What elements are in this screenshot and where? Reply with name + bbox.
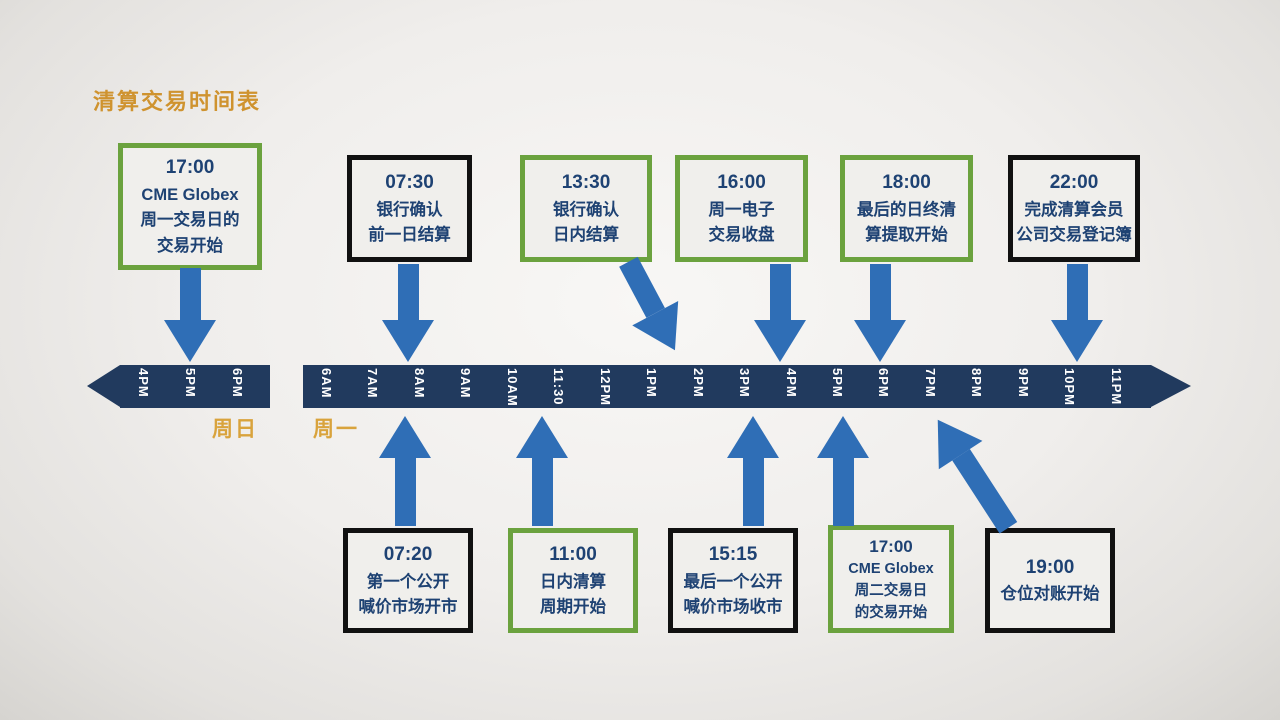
event-line: 最后一个公开 xyxy=(683,572,783,591)
arrow-down-1800 xyxy=(854,264,906,362)
event-box-1700-globex-monday: 17:00 CME Globex 周一交易日的 交易开始 xyxy=(118,143,262,270)
event-time: 13:30 xyxy=(561,172,611,194)
event-line: 周期开始 xyxy=(540,598,606,617)
event-line: 交易开始 xyxy=(157,237,223,255)
event-time: 18:00 xyxy=(882,172,931,194)
tick-monday-2pm: 2PM xyxy=(691,368,706,398)
arrow-down-1700-sunday xyxy=(164,268,216,362)
event-line: 日内清算 xyxy=(540,572,606,591)
event-line: 最后的日终清 xyxy=(857,200,956,219)
event-time: 07:30 xyxy=(385,172,434,194)
event-box-0720-open-outcry-open: 07:20 第一个公开 喊价市场开市 xyxy=(343,528,473,633)
event-line: 仓位对账开始 xyxy=(1000,585,1100,604)
event-line: 喊价市场开市 xyxy=(358,598,458,617)
event-time: 15:15 xyxy=(708,544,758,566)
arrow-down-0730 xyxy=(382,264,434,362)
event-line: 银行确认 xyxy=(376,200,443,219)
event-line: 周一交易日的 xyxy=(140,211,240,230)
event-line: 日内结算 xyxy=(553,226,619,245)
tick-monday-9am: 9AM xyxy=(458,368,473,399)
event-time: 19:00 xyxy=(1025,557,1075,578)
tick-monday-9pm: 9PM xyxy=(1016,368,1031,398)
event-box-1900-position-reconcile: 19:00 仓位对账开始 xyxy=(985,528,1115,633)
event-line: 的交易开始 xyxy=(854,604,928,621)
tick-monday-11pm: 11PM xyxy=(1109,368,1124,406)
event-line: 第一个公开 xyxy=(366,572,450,591)
tick-sunday-5pm: 5PM xyxy=(183,368,198,398)
tick-monday-3pm: 3PM xyxy=(737,368,752,398)
event-line: 喊价市场收市 xyxy=(683,598,783,617)
arrow-up-diagonal-1900 xyxy=(915,405,1030,543)
event-box-1800-final-settlement-extract: 18:00 最后的日终清 算提取开始 xyxy=(840,155,973,262)
event-time: 17:00 xyxy=(165,157,215,179)
arrow-up-0720 xyxy=(379,416,431,526)
event-box-1100-intraday-cycle-start: 11:00 日内清算 周期开始 xyxy=(508,528,638,633)
arrow-up-1700-tuesday xyxy=(817,416,869,526)
event-time: 07:20 xyxy=(383,544,433,566)
event-line: 银行确认 xyxy=(553,200,619,219)
event-line: 交易收盘 xyxy=(708,226,775,245)
event-box-1515-open-outcry-close: 15:15 最后一个公开 喊价市场收市 xyxy=(668,528,798,633)
tick-monday-5pm: 5PM xyxy=(830,368,845,398)
event-time: 11:00 xyxy=(549,544,597,566)
event-box-1330-bank-confirm-intraday: 13:30 银行确认 日内结算 xyxy=(520,155,652,262)
event-line: 算提取开始 xyxy=(865,226,948,245)
arrow-up-1515 xyxy=(727,416,779,526)
event-line: 周二交易日 xyxy=(854,582,928,599)
tick-sunday-4pm: 4PM xyxy=(136,368,151,398)
arrow-up-1100 xyxy=(516,416,568,526)
tick-monday-8am: 8AM xyxy=(412,368,427,399)
timeline-bar-sunday xyxy=(87,365,270,408)
event-time: 16:00 xyxy=(717,172,766,194)
event-line: CME Globex xyxy=(848,561,934,578)
event-line: 完成清算会员 xyxy=(1024,200,1124,219)
tick-monday-12pm: 12PM xyxy=(598,368,613,406)
event-line: 周一电子 xyxy=(708,200,775,219)
arrow-down-1600 xyxy=(754,264,806,362)
event-line: 公司交易登记簿 xyxy=(1016,226,1132,245)
tick-monday-6pm: 6PM xyxy=(876,368,891,398)
tick-sunday-6pm: 6PM xyxy=(230,368,245,398)
tick-monday-8pm: 8PM xyxy=(969,368,984,398)
tick-monday-7am: 7AM xyxy=(365,368,380,399)
event-box-1600-electronic-close: 16:00 周一电子 交易收盘 xyxy=(675,155,808,262)
timeline-bar-monday xyxy=(303,365,1191,408)
event-time: 17:00 xyxy=(869,536,913,556)
tick-monday-1130: 11:30 xyxy=(551,368,566,406)
day-label-monday: 周一 xyxy=(313,418,359,441)
page-title: 清算交易时间表 xyxy=(93,89,262,114)
event-time: 22:00 xyxy=(1049,172,1099,194)
event-box-0730-bank-confirm-prev: 07:30 银行确认 前一日结算 xyxy=(347,155,472,262)
tick-monday-1pm: 1PM xyxy=(644,368,659,398)
event-line: 前一日结算 xyxy=(368,226,451,245)
arrow-down-diagonal-1330 xyxy=(605,250,698,363)
tick-monday-6am: 6AM xyxy=(319,368,334,399)
tick-monday-7pm: 7PM xyxy=(923,368,938,398)
tick-monday-4pm: 4PM xyxy=(784,368,799,398)
arrow-down-2200 xyxy=(1051,264,1103,362)
tick-monday-10am: 10AM xyxy=(505,368,520,407)
day-label-sunday: 周日 xyxy=(212,418,258,441)
event-box-2200-complete-register: 22:00 完成清算会员 公司交易登记簿 xyxy=(1008,155,1140,262)
event-line: CME Globex xyxy=(141,185,239,204)
event-box-1700-globex-tuesday: 17:00 CME Globex 周二交易日 的交易开始 xyxy=(828,525,954,633)
tick-monday-10pm: 10PM xyxy=(1062,368,1077,406)
